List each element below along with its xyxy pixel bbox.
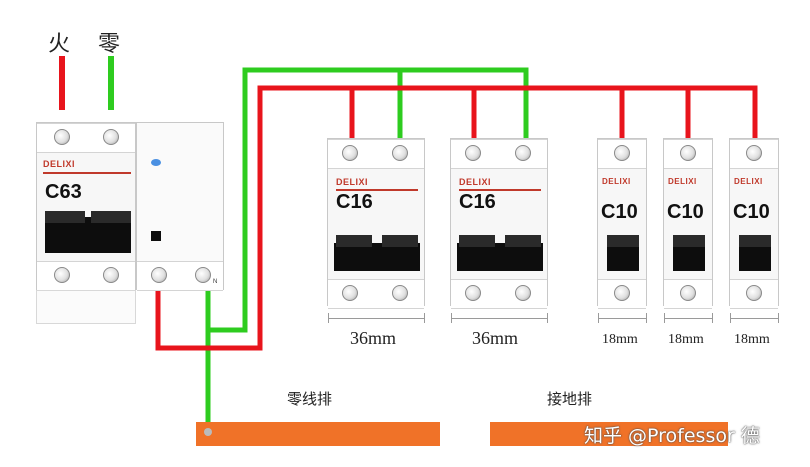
watermark: 知乎 @Professor 德 [584, 425, 760, 447]
breaker-c16-1: DELIXI C16 [327, 138, 425, 309]
neutral-bar [196, 422, 440, 446]
lever-c16-2 [457, 243, 543, 271]
main-lever [45, 217, 131, 253]
rcd-module: N [136, 122, 224, 291]
width-label-c10-3: 18mm [734, 332, 770, 347]
rcd-n-mark: N [213, 279, 218, 285]
brand-c16-1: DELIXI [336, 177, 369, 187]
breaker-c16-2: DELIXI C16 [450, 138, 548, 309]
width-label-c16-1: 36mm [350, 328, 397, 348]
breaker-c10-3: DELIXI C10 [729, 138, 779, 309]
rcd-screw-right [195, 267, 211, 283]
breaker-c10-2: DELIXI C10 [663, 138, 713, 309]
rating-c10-3: C10 [733, 201, 770, 223]
lever-c10-1 [607, 243, 639, 271]
dim-line-c16-1 [328, 318, 424, 319]
width-label-c16-2: 36mm [472, 328, 519, 348]
ground-bar-label: 接地排 [547, 390, 593, 408]
rating-c16-1: C16 [336, 191, 373, 213]
dim-line-c10-3 [730, 318, 778, 319]
neutral-label: 零 [98, 32, 121, 57]
lever-c10-3 [739, 243, 771, 271]
rcd-screw-left [151, 267, 167, 283]
dim-line-c16-2 [451, 318, 547, 319]
brand-c10-1: DELIXI [602, 177, 631, 186]
rating-c16-2: C16 [459, 191, 496, 213]
main-bottom-screw-left [54, 267, 70, 283]
rcd-test-button [151, 231, 161, 241]
breaker-c10-1: DELIXI C10 [597, 138, 647, 309]
live-distribution-wire [155, 85, 758, 351]
main-top-screw-right [103, 129, 119, 145]
rating-c10-2: C10 [667, 201, 704, 223]
neutral-distribution-wire [205, 67, 529, 333]
brand-c16-2: DELIXI [459, 177, 492, 187]
main-bottom-screw-right [103, 267, 119, 283]
ground-bar [490, 422, 728, 446]
width-label-c10-1: 18mm [602, 332, 638, 347]
main-breaker-base [36, 290, 136, 324]
lever-c10-2 [673, 243, 705, 271]
test-indicator-dot [151, 159, 161, 166]
main-top-screw-left [54, 129, 70, 145]
lever-c16-1 [334, 243, 420, 271]
dim-line-c10-2 [664, 318, 712, 319]
width-label-c10-2: 18mm [668, 332, 704, 347]
brand-c10-2: DELIXI [668, 177, 697, 186]
brand-c10-3: DELIXI [734, 177, 763, 186]
main-brand: DELIXI [43, 159, 76, 169]
dim-line-c10-1 [598, 318, 646, 319]
neutral-bar-label: 零线排 [287, 390, 333, 408]
neutral-bar-terminal [204, 428, 212, 436]
rating-c10-1: C10 [601, 201, 638, 223]
main-rating: C63 [45, 181, 82, 203]
main-breaker: DELIXI C63 [36, 122, 136, 291]
live-label: 火 [48, 32, 71, 57]
